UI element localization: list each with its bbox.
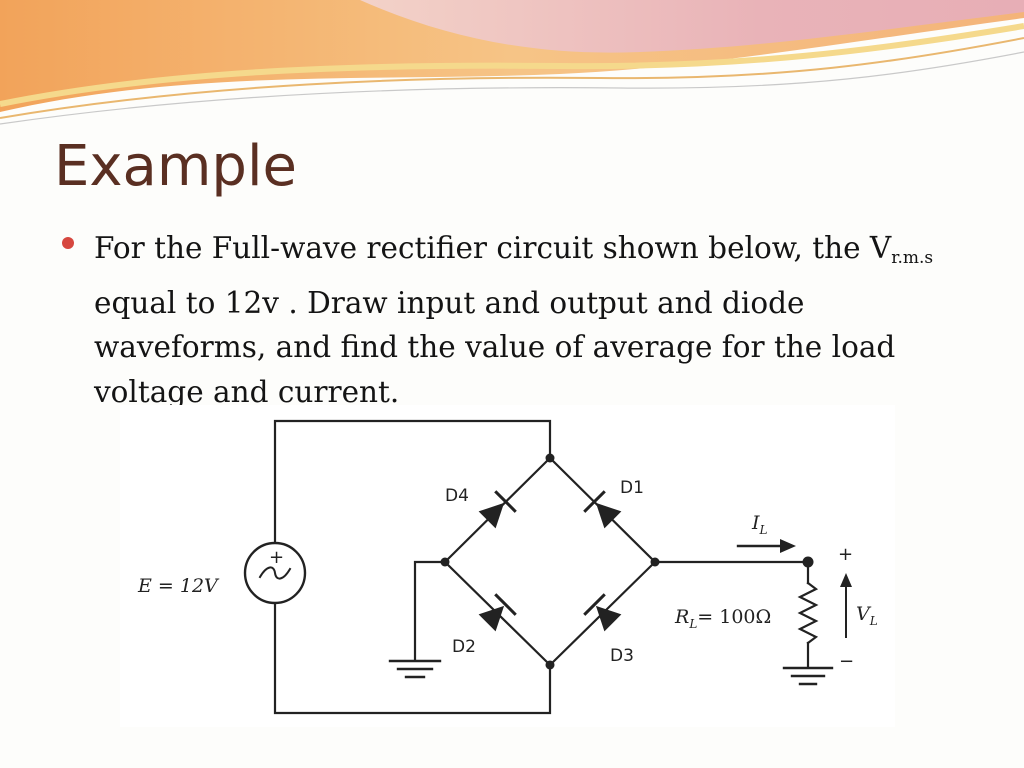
load-resistor [797,581,819,645]
node-left [440,557,450,567]
current-arrow-icon [736,539,796,553]
diode-d1-label: D1 [620,478,644,498]
output-voltage-label: VL [856,603,878,628]
diode-d4-label: D4 [445,486,469,506]
output-plus-sign: + [838,544,853,565]
output-minus-sign: − [839,651,854,672]
decorative-banner [0,0,1024,125]
node-output [802,556,814,568]
diode-d3-icon [583,593,622,632]
output-wire [653,560,810,585]
diode-d4-icon [478,490,517,529]
statement-part-1: For the Full-wave rectifier circuit show… [94,231,892,265]
bullet-dot-icon [62,237,74,249]
ground-right-icon [782,666,834,686]
bullet-point: For the Full-wave rectifier circuit show… [62,226,962,414]
node-right [650,557,660,567]
problem-statement: For the Full-wave rectifier circuit show… [94,226,962,414]
source-label: E = 12V [137,575,220,597]
ac-source-icon [243,541,307,605]
node-bottom [545,660,555,670]
page-title: Example [54,134,297,199]
current-label: IL [751,512,768,537]
wire-top [273,419,552,575]
voltage-arrow-icon [840,573,852,638]
statement-part-2: equal to 12v . Draw input and output and… [94,285,896,409]
diode-d1-icon [583,490,622,529]
resistor-label: RL= 100Ω [674,606,771,631]
ground-wire-left [413,560,447,662]
bridge-rectifier-circuit: + E = 12V D1 D2 D3 D4 IL RL= 100Ω [120,405,895,727]
source-plus-sign: + [269,547,284,568]
diode-d2-label: D2 [452,637,476,657]
node-top [545,453,555,463]
rms-subscript: r.m.s [891,248,934,268]
diode-d2-icon [478,593,517,632]
ground-left-icon [388,659,442,679]
diode-d3-label: D3 [610,646,634,666]
wire-bottom [273,601,552,715]
